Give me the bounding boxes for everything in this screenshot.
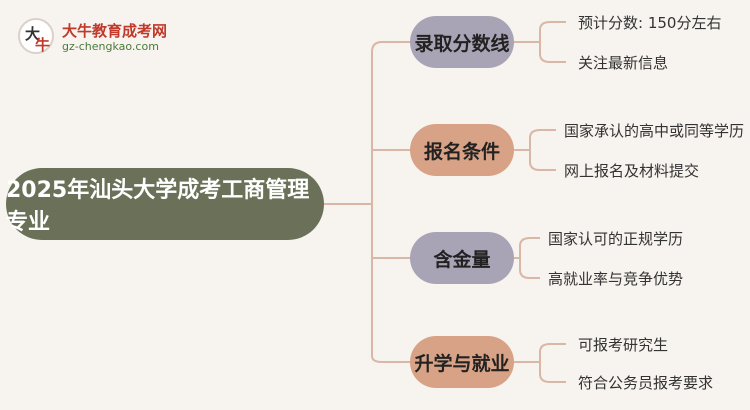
leaf-node: 符合公务员报考要求 xyxy=(578,374,714,392)
logo-mark-icon: 大 牛 xyxy=(18,18,54,54)
leaf-node: 国家认可的正规学历 xyxy=(548,230,684,248)
leaf-node: 预计分数: 150分左右 xyxy=(578,14,722,32)
leaf-node: 可报考研究生 xyxy=(578,336,669,354)
branch-node-further-study: 升学与就业 xyxy=(410,336,514,388)
leaf-node: 关注最新信息 xyxy=(578,54,669,72)
branch-node-value: 含金量 xyxy=(410,232,514,284)
leaf-node: 网上报名及材料提交 xyxy=(564,162,700,180)
logo-name: 大牛教育成考网 xyxy=(62,22,168,40)
logo-url: gz-chengkao.com xyxy=(62,40,159,53)
logo-mark-bottom: 牛 xyxy=(35,36,51,54)
branch-node-requirements: 报名条件 xyxy=(410,124,514,176)
root-node: 2025年汕头大学成考工商管理专业 xyxy=(6,168,324,240)
branch-node-admission-score: 录取分数线 xyxy=(410,16,514,68)
logo-mark-top: 大 xyxy=(25,25,41,43)
site-logo[interactable]: 大 牛 大牛教育成考网 gz-chengkao.com xyxy=(18,18,208,58)
leaf-node: 国家承认的高中或同等学历 xyxy=(564,122,745,140)
leaf-node: 高就业率与竞争优势 xyxy=(548,270,684,288)
